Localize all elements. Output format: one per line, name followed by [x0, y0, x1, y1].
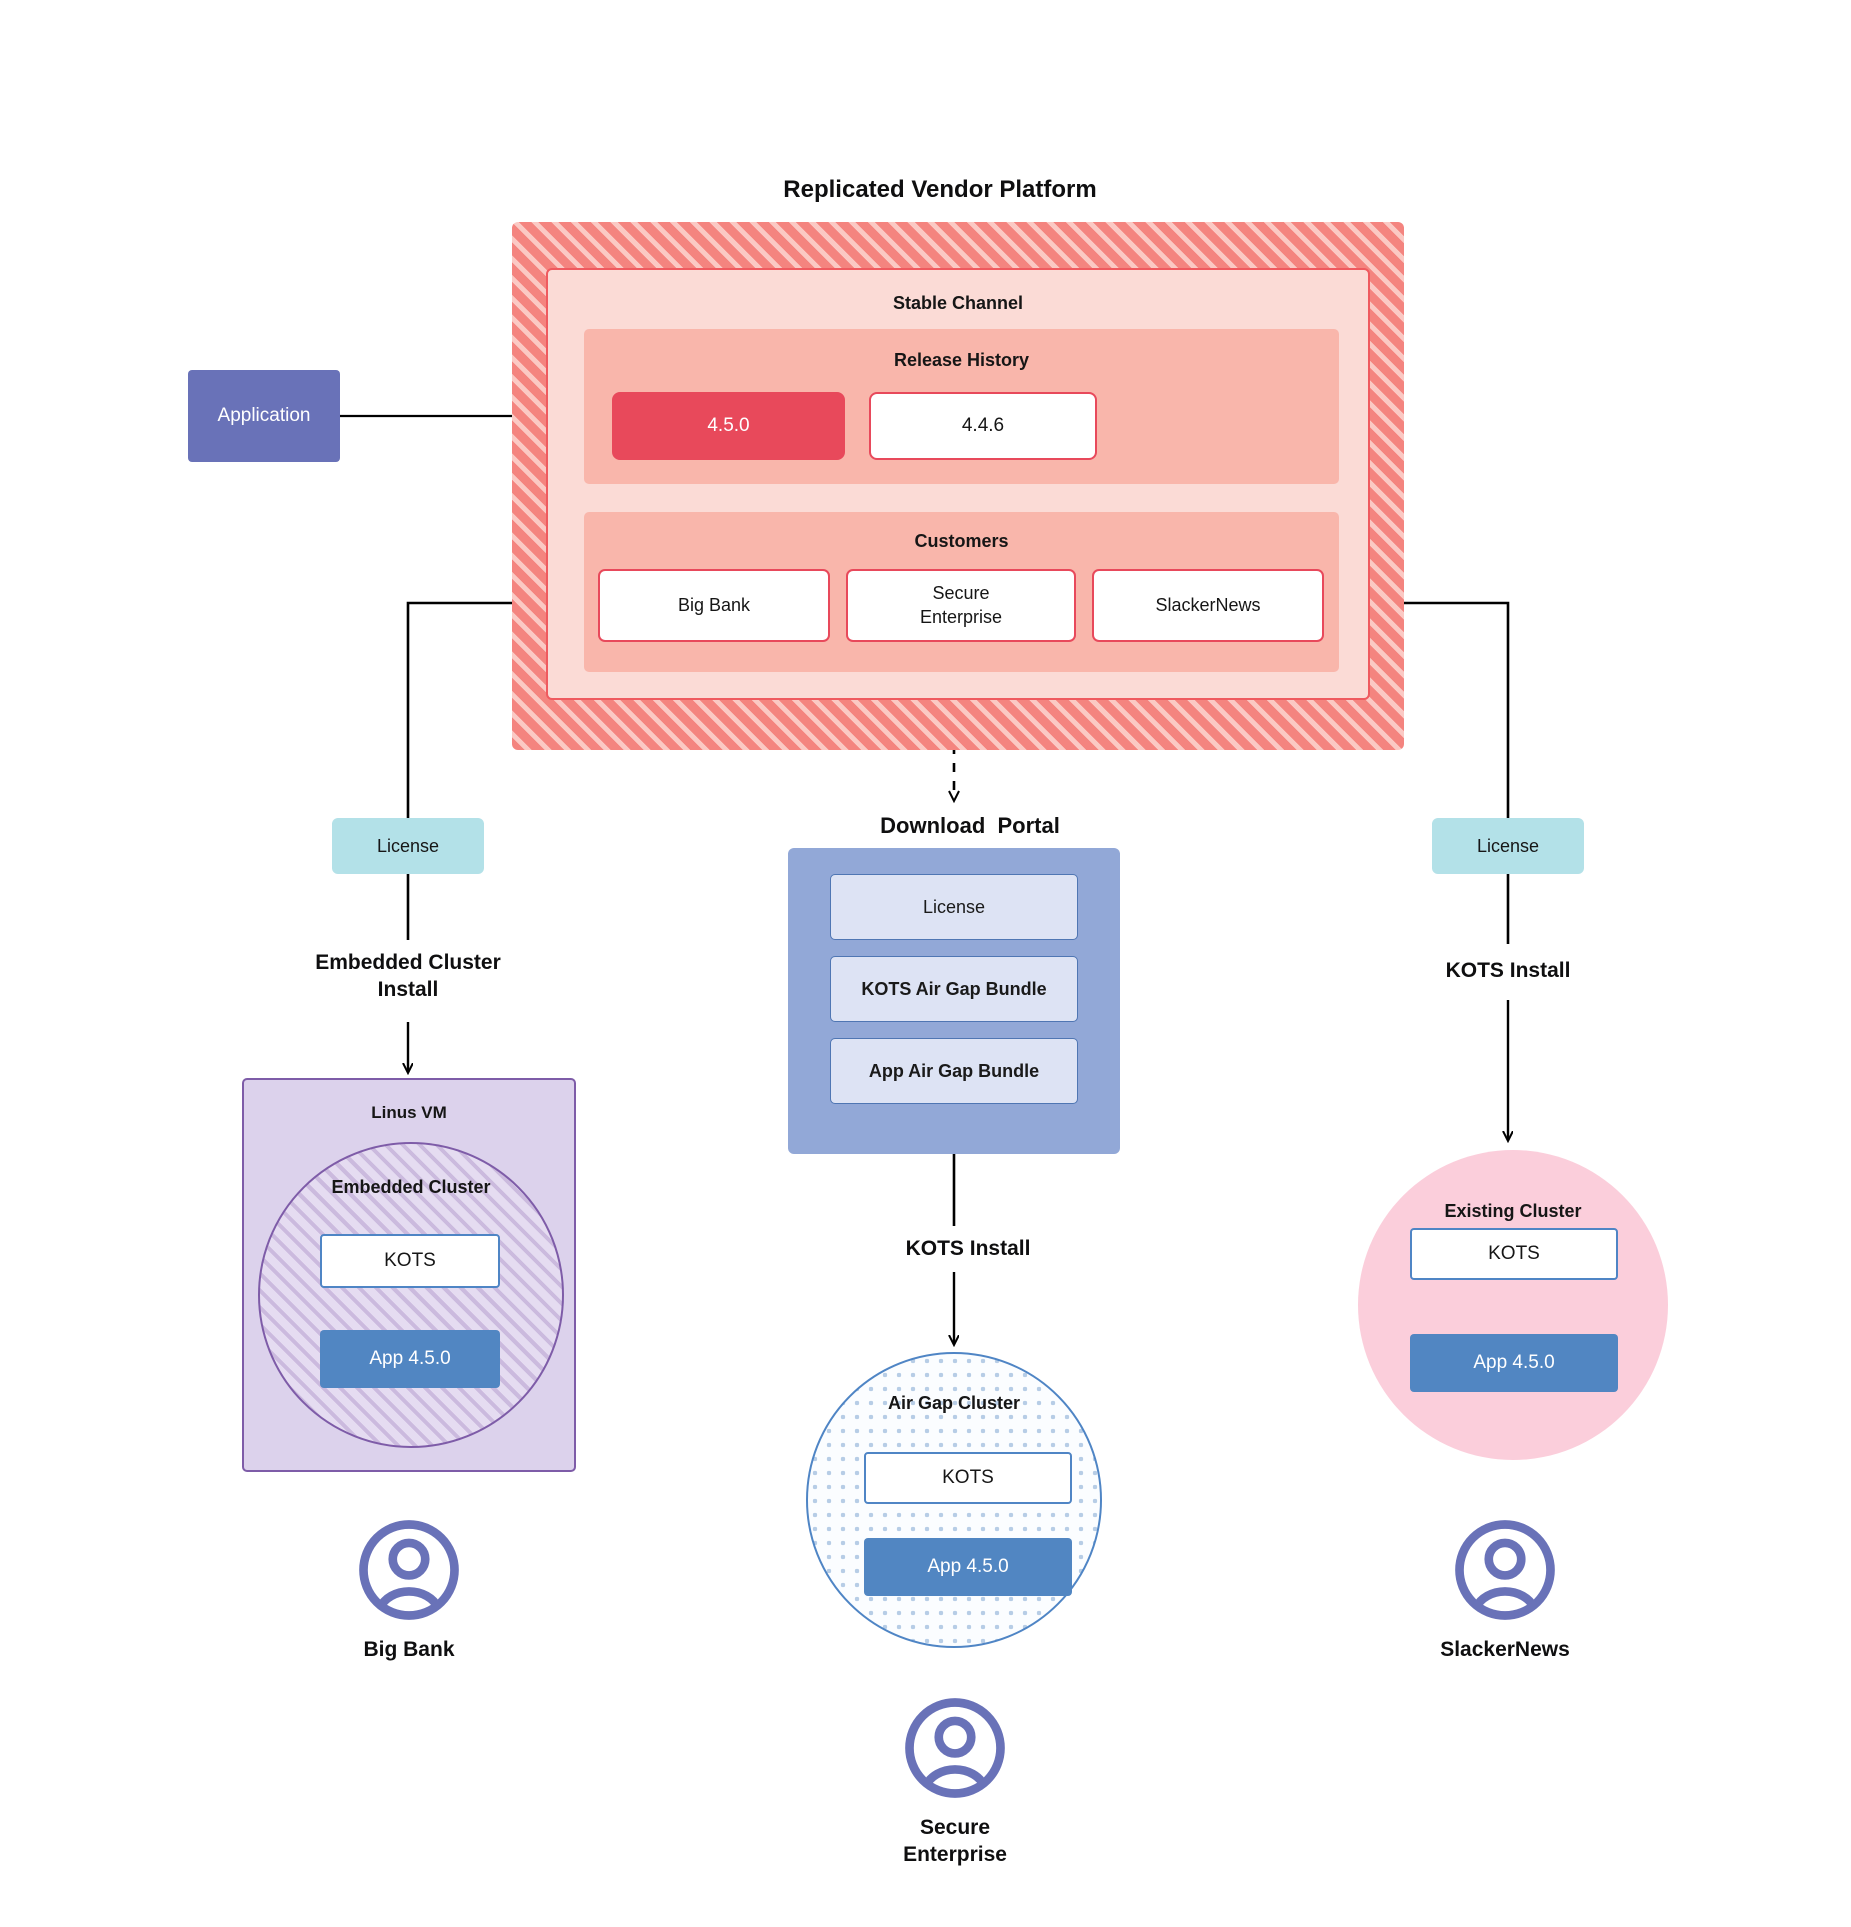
- release-history-label: Release History: [893, 350, 1030, 370]
- embedded-cluster-boundary: Embedded Cluster: [258, 1142, 564, 1448]
- stable-channel-panel: Stable Channel Release History 4.5.0 4.4…: [546, 268, 1370, 700]
- portal-item-app-air-gap-bundle[interactable]: App Air Gap Bundle: [830, 1038, 1078, 1104]
- page-title: Replicated Vendor Platform: [783, 176, 1097, 203]
- license-chip-left[interactable]: License: [332, 818, 484, 874]
- kots-chip-airgap[interactable]: KOTS: [864, 1452, 1072, 1504]
- persona-label: SlackerNews: [1440, 1638, 1570, 1661]
- customers-label: Customers: [914, 531, 1009, 551]
- customers-panel: Customers Big Bank Secure Enterprise Sla…: [584, 512, 1339, 672]
- kots-chip-existing[interactable]: KOTS: [1410, 1228, 1618, 1280]
- existing-cluster-label: Existing Cluster: [1444, 1201, 1582, 1221]
- app-chip-embedded[interactable]: App 4.5.0: [320, 1330, 500, 1388]
- persona-big-bank: Big Bank: [299, 1518, 519, 1663]
- app-chip-existing[interactable]: App 4.5.0: [1410, 1334, 1618, 1392]
- customer-chip-big-bank[interactable]: Big Bank: [598, 569, 830, 642]
- kots-install-label-center: KOTS Install: [905, 1237, 1031, 1260]
- application-node[interactable]: Application: [188, 370, 340, 462]
- portal-item-kots-air-gap-bundle[interactable]: KOTS Air Gap Bundle: [830, 956, 1078, 1022]
- app-chip-airgap[interactable]: App 4.5.0: [864, 1538, 1072, 1596]
- embedded-cluster-label: Embedded Cluster: [331, 1177, 491, 1197]
- persona-slackernews: SlackerNews: [1395, 1518, 1615, 1663]
- release-chip-current[interactable]: 4.5.0: [612, 392, 845, 460]
- stable-channel-label: Stable Channel: [892, 293, 1024, 313]
- user-avatar-icon: [905, 1698, 1005, 1798]
- persona-label: Big Bank: [363, 1638, 455, 1661]
- release-history-panel: Release History 4.5.0 4.4.6: [584, 329, 1339, 484]
- user-avatar-icon: [1455, 1520, 1555, 1620]
- linux-vm-label: Linus VM: [371, 1103, 447, 1122]
- release-chip-previous[interactable]: 4.4.6: [869, 392, 1097, 460]
- user-avatar-icon: [359, 1520, 459, 1620]
- persona-label: Secure Enterprise: [903, 1816, 1007, 1867]
- embedded-cluster-install-label: Embedded Cluster Install: [315, 951, 501, 1001]
- customer-chip-secure-enterprise[interactable]: Secure Enterprise: [846, 569, 1076, 642]
- persona-secure-enterprise: Secure Enterprise: [845, 1696, 1065, 1869]
- portal-item-license[interactable]: License: [830, 874, 1078, 940]
- kots-install-label-right: KOTS Install: [1445, 959, 1571, 982]
- license-chip-right[interactable]: License: [1432, 818, 1584, 874]
- download-portal-title: Download Portal: [880, 813, 1060, 838]
- kots-chip-embedded[interactable]: KOTS: [320, 1234, 500, 1288]
- download-portal-panel: License KOTS Air Gap Bundle App Air Gap …: [788, 848, 1120, 1154]
- existing-cluster-boundary: Existing Cluster: [1358, 1150, 1668, 1460]
- customer-chip-slackernews[interactable]: SlackerNews: [1092, 569, 1324, 642]
- air-gap-cluster-label: Air Gap Cluster: [887, 1393, 1021, 1413]
